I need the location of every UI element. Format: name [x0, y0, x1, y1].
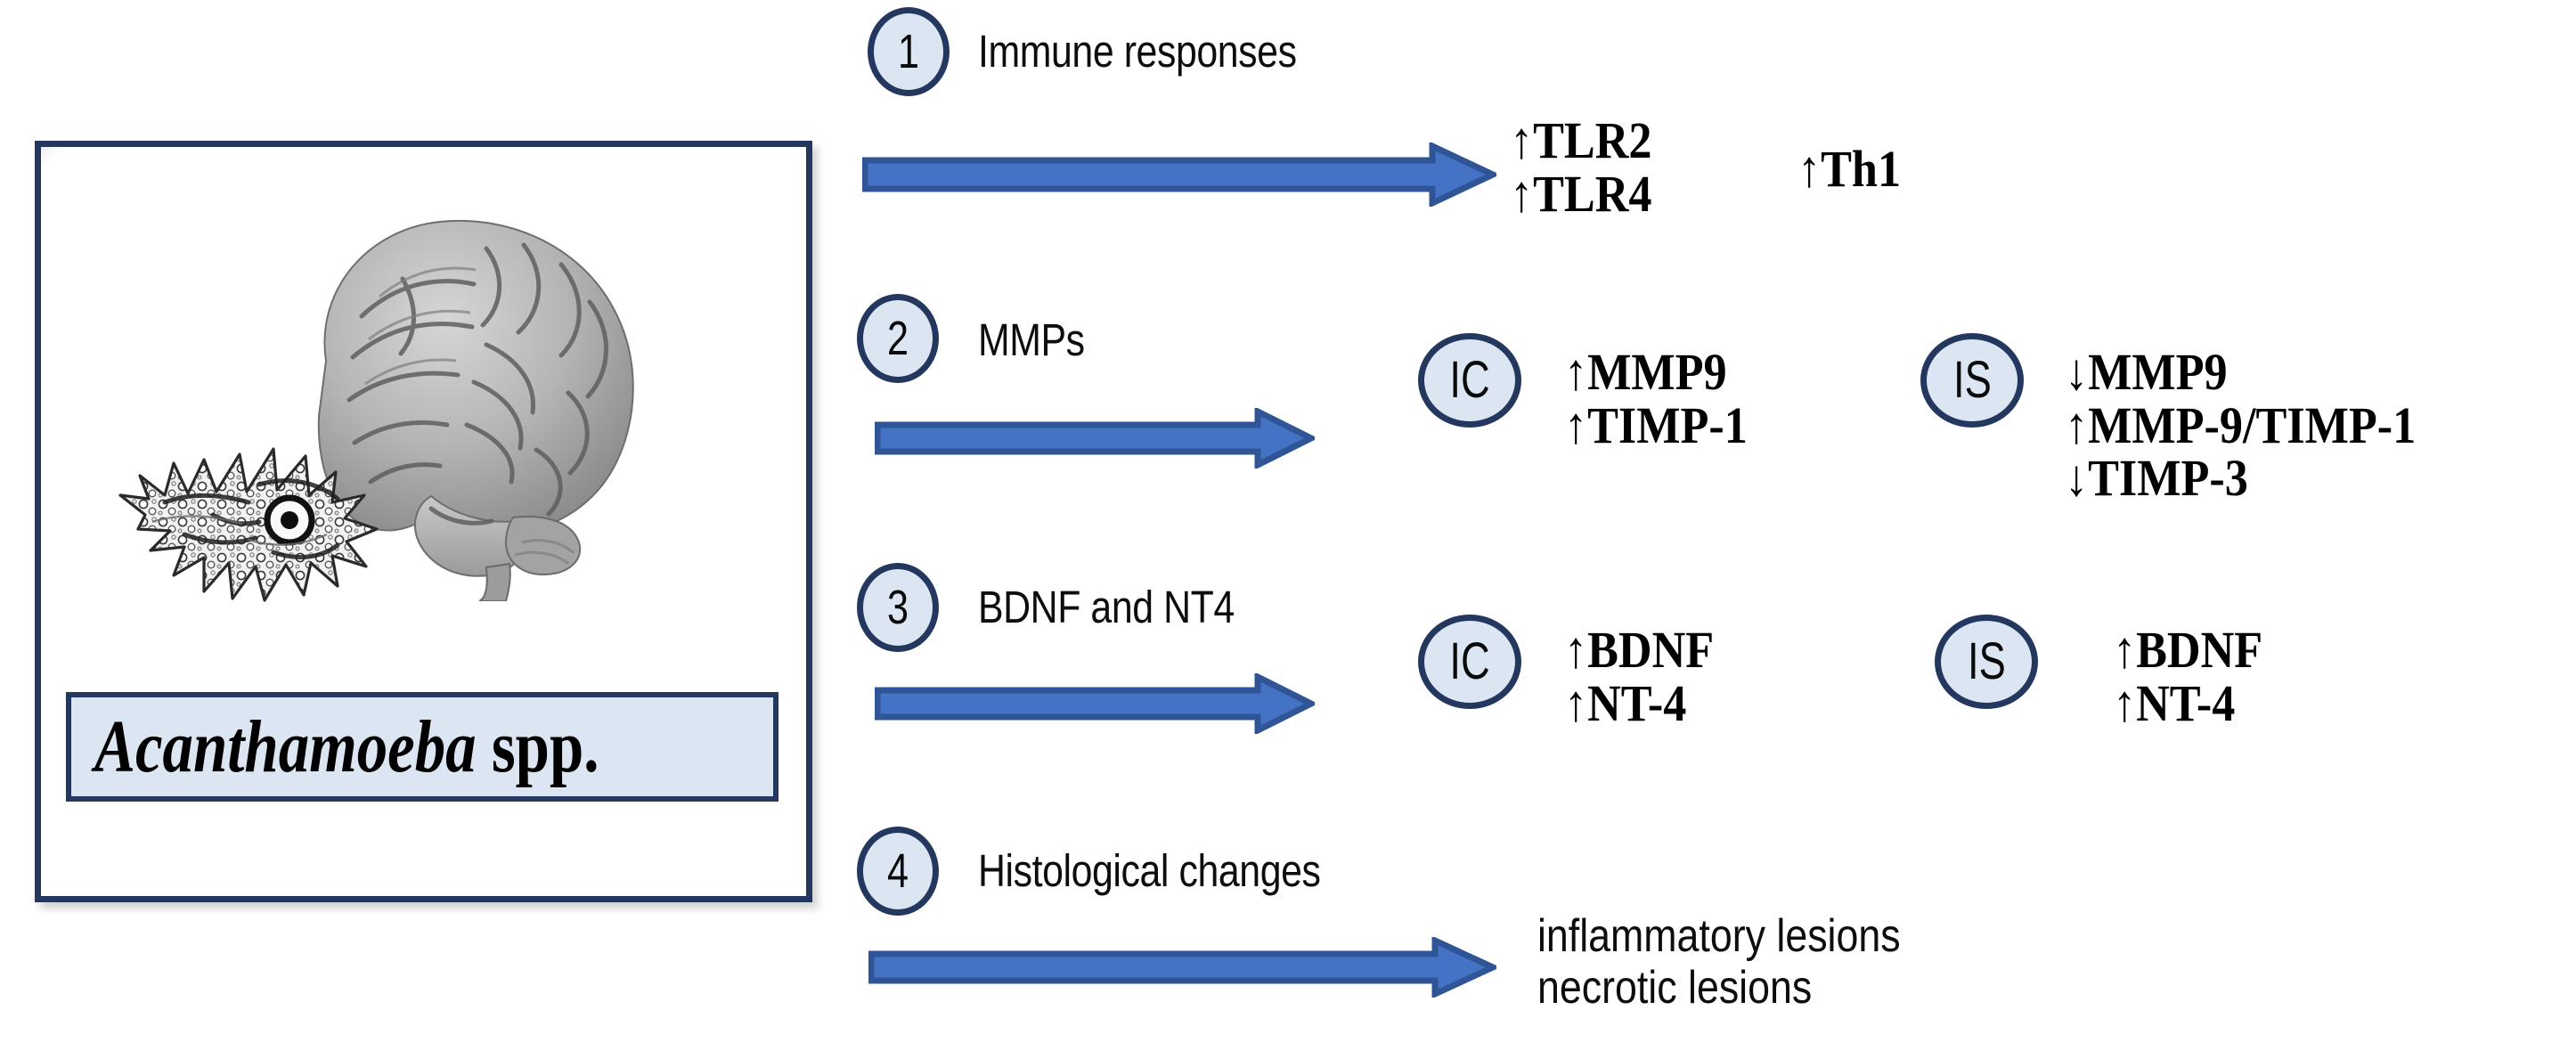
readout-line: ↑BDNF	[2113, 621, 2263, 679]
flow-arrow-1	[862, 143, 1496, 207]
group-badge-is-mmps[interactable]: IS	[1920, 333, 2024, 428]
readout-line: ↑NT-4	[1564, 673, 1687, 732]
readout-step3-ic: ↑BDNF ↑NT-4	[1564, 623, 1731, 729]
group-badge-ic-bdnf[interactable]: IC	[1418, 615, 1521, 709]
step-label-3: BDNF and NT4	[978, 582, 1235, 632]
organism-panel: Acanthamoeba spp.	[35, 141, 812, 902]
flow-arrow-3	[875, 673, 1315, 734]
species-label-box: Acanthamoeba spp.	[66, 692, 779, 802]
step-label-1: Immune responses	[978, 26, 1297, 77]
readout-line: ↓MMP9	[2065, 343, 2228, 401]
step-marker-2[interactable]: 2	[857, 294, 939, 383]
species-epithet: spp.	[491, 705, 599, 788]
readout-line: ↑MMP9	[1564, 343, 1727, 401]
group-badge-ic-mmps[interactable]: IC	[1418, 333, 1521, 428]
readout-step1-group2: ↑Th1	[1797, 143, 1912, 196]
outcome-line: necrotic lesions	[1537, 962, 1813, 1014]
species-genus: Acanthamoeba	[94, 705, 477, 788]
readout-step3-is: ↑BDNF ↑NT-4	[2113, 623, 2279, 729]
brain-image-wrap	[118, 174, 718, 655]
readout-line: ↑MMP-9/TIMP-1	[2065, 395, 2417, 454]
readout-line: ↑TLR4	[1510, 164, 1652, 223]
readout-step2-ic: ↑MMP9 ↑TIMP-1	[1564, 346, 1768, 452]
flow-arrow-2	[875, 408, 1315, 468]
flow-arrow-4	[868, 937, 1496, 998]
step-marker-4[interactable]: 4	[857, 827, 939, 916]
readout-step2-is: ↓MMP9 ↑MMP-9/TIMP-1 ↓TIMP-3	[2065, 346, 2455, 505]
readout-line: ↑NT-4	[2113, 673, 2236, 732]
readout-line: ↑BDNF	[1564, 621, 1715, 679]
species-label-text: Acanthamoeba spp.	[94, 709, 599, 785]
human-brain-image	[219, 183, 682, 601]
readout-line: ↓TIMP-3	[2065, 449, 2248, 508]
readout-line: ↑TLR2	[1510, 111, 1652, 169]
step-marker-3[interactable]: 3	[857, 563, 939, 652]
step-marker-1[interactable]: 1	[868, 7, 950, 96]
group-badge-is-bdnf[interactable]: IS	[1935, 615, 2038, 709]
outcome-line: inflammatory lesions	[1537, 910, 1901, 962]
readout-line: ↑Th1	[1797, 140, 1902, 198]
outcome-step4: inflammatory lesions necrotic lesions	[1537, 910, 1960, 1014]
readout-line: ↑TIMP-1	[1564, 395, 1748, 454]
readout-step1-group1: ↑TLR2 ↑TLR4	[1510, 114, 1667, 220]
acanthamoeba-trophozoite-image	[99, 410, 393, 632]
step-label-4: Histological changes	[978, 845, 1321, 896]
step-label-2: MMPs	[978, 314, 1085, 365]
